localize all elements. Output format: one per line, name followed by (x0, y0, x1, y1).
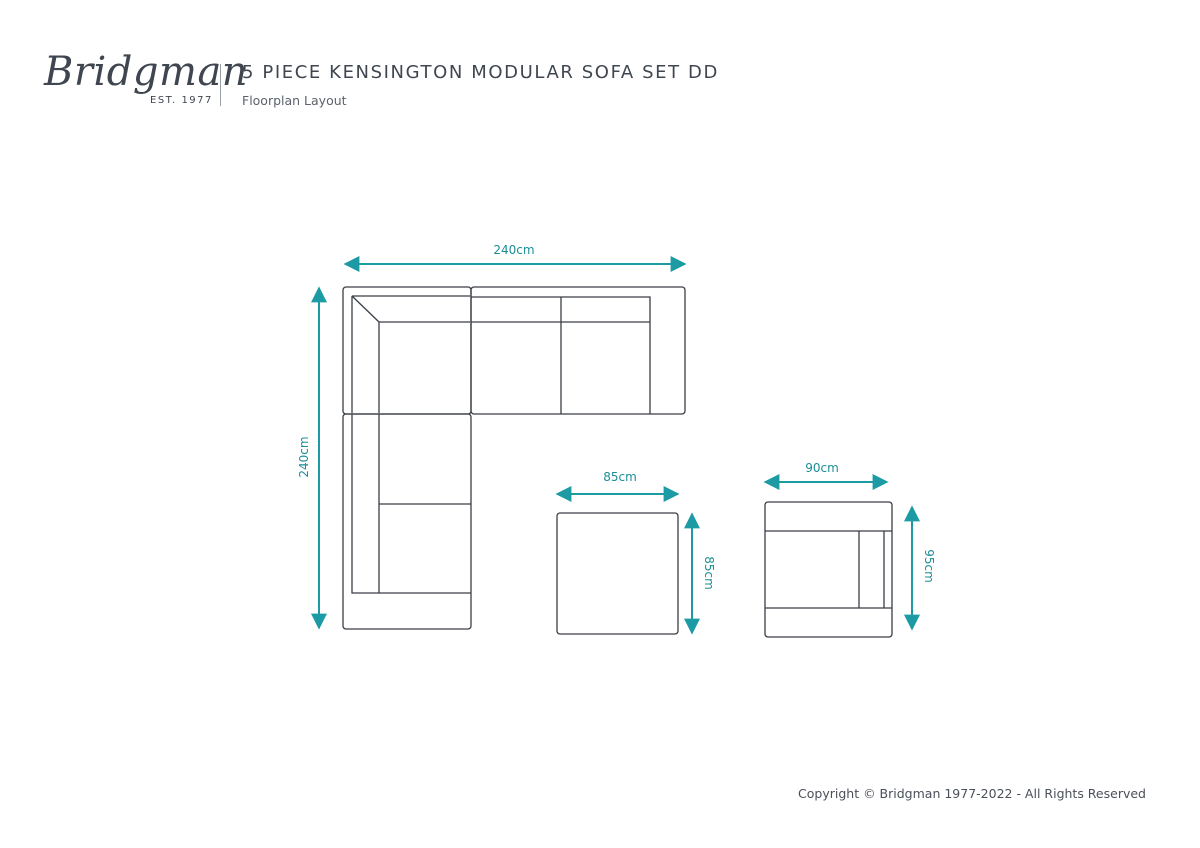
page-title: 5 PIECE KENSINGTON MODULAR SOFA SET DD (242, 62, 719, 83)
chair-width-label: 90cm (805, 461, 839, 475)
page-subtitle: Floorplan Layout (242, 93, 347, 108)
side-sofa-cushions (351, 414, 471, 594)
corner-width-label: 240cm (493, 243, 534, 257)
armchair-body (764, 501, 893, 638)
ottoman-width-label: 85cm (603, 470, 637, 484)
side-sofa-module (342, 413, 472, 630)
corner-depth-label: 240cm (297, 436, 311, 477)
armchair (764, 501, 893, 638)
logo-wordmark: Bridgman (44, 49, 249, 95)
armchair-detail (765, 530, 892, 609)
ottoman (556, 512, 679, 635)
top-sofa-module (470, 286, 686, 415)
copyright-notice: Copyright © Bridgman 1977-2022 - All Rig… (798, 786, 1146, 801)
chair-depth-label: 95cm (922, 549, 936, 583)
dimension-lines (311, 256, 920, 635)
ottoman-depth-label: 85cm (702, 556, 716, 590)
top-sofa-cushions (471, 296, 651, 414)
header-divider (220, 64, 221, 106)
corner-module-backrest (351, 295, 470, 413)
bridgman-logo: Bridgman EST. 1977 (44, 52, 248, 114)
logo-established: EST. 1977 (150, 95, 213, 106)
corner-sofa (342, 286, 686, 630)
